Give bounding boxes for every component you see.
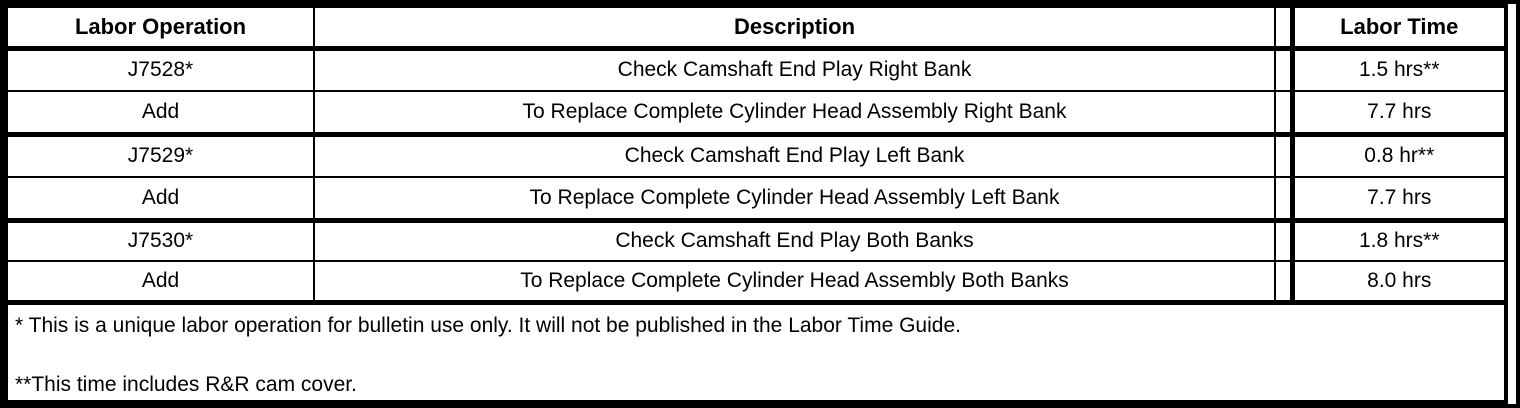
header-labor-time: Labor Time	[1289, 8, 1504, 51]
gap-spacer	[1275, 220, 1292, 262]
gap-spacer	[1275, 134, 1292, 178]
gap-spacer	[1275, 91, 1292, 137]
cell-operation: Add	[8, 177, 315, 223]
footnote-unique-operation: * This is a unique labor operation for b…	[15, 313, 961, 337]
cell-labor-time: 1.5 hrs**	[1289, 48, 1504, 92]
header-description: Description	[314, 8, 1276, 51]
table-header-row: Labor Operation Description Labor Time	[8, 8, 1504, 51]
cell-operation: J7530*	[8, 220, 315, 262]
table-row: J7528* Check Camshaft End Play Right Ban…	[8, 48, 1504, 92]
table-row: Add To Replace Complete Cylinder Head As…	[8, 177, 1504, 223]
table-row: Add To Replace Complete Cylinder Head As…	[8, 91, 1504, 137]
gap-spacer	[1275, 261, 1292, 305]
cell-labor-time: 7.7 hrs	[1289, 91, 1504, 137]
cell-operation: J7528*	[8, 48, 315, 92]
cell-labor-time: 1.8 hrs**	[1289, 220, 1504, 262]
header-gap-spacer	[1275, 8, 1292, 51]
cell-description: Check Camshaft End Play Left Bank	[314, 134, 1276, 178]
cell-labor-time: 0.8 hr**	[1289, 134, 1504, 178]
cell-operation: Add	[8, 261, 315, 305]
footnote-rr-cam-cover: **This time includes R&R cam cover.	[15, 372, 357, 396]
cell-operation: Add	[8, 91, 315, 137]
cell-description: To Replace Complete Cylinder Head Assemb…	[314, 91, 1276, 137]
gap-spacer	[1275, 48, 1292, 92]
cell-labor-time: 7.7 hrs	[1289, 177, 1504, 223]
table-row: J7530* Check Camshaft End Play Both Bank…	[8, 220, 1504, 262]
table-row: Add To Replace Complete Cylinder Head As…	[8, 261, 1504, 305]
table-row: J7529* Check Camshaft End Play Left Bank…	[8, 134, 1504, 178]
cell-operation: J7529*	[8, 134, 315, 178]
header-labor-operation: Labor Operation	[8, 8, 315, 51]
cell-description: To Replace Complete Cylinder Head Assemb…	[314, 261, 1276, 305]
cell-description: To Replace Complete Cylinder Head Assemb…	[314, 177, 1276, 223]
cell-labor-time: 8.0 hrs	[1289, 261, 1504, 305]
gap-spacer	[1275, 177, 1292, 223]
labor-time-table-container: Labor Operation Description Labor Time J…	[4, 4, 1508, 404]
cell-description: Check Camshaft End Play Right Bank	[314, 48, 1276, 92]
footnotes-section: * This is a unique labor operation for b…	[8, 305, 1504, 397]
cell-description: Check Camshaft End Play Both Banks	[314, 220, 1276, 262]
labor-time-table: Labor Operation Description Labor Time J…	[8, 8, 1504, 305]
